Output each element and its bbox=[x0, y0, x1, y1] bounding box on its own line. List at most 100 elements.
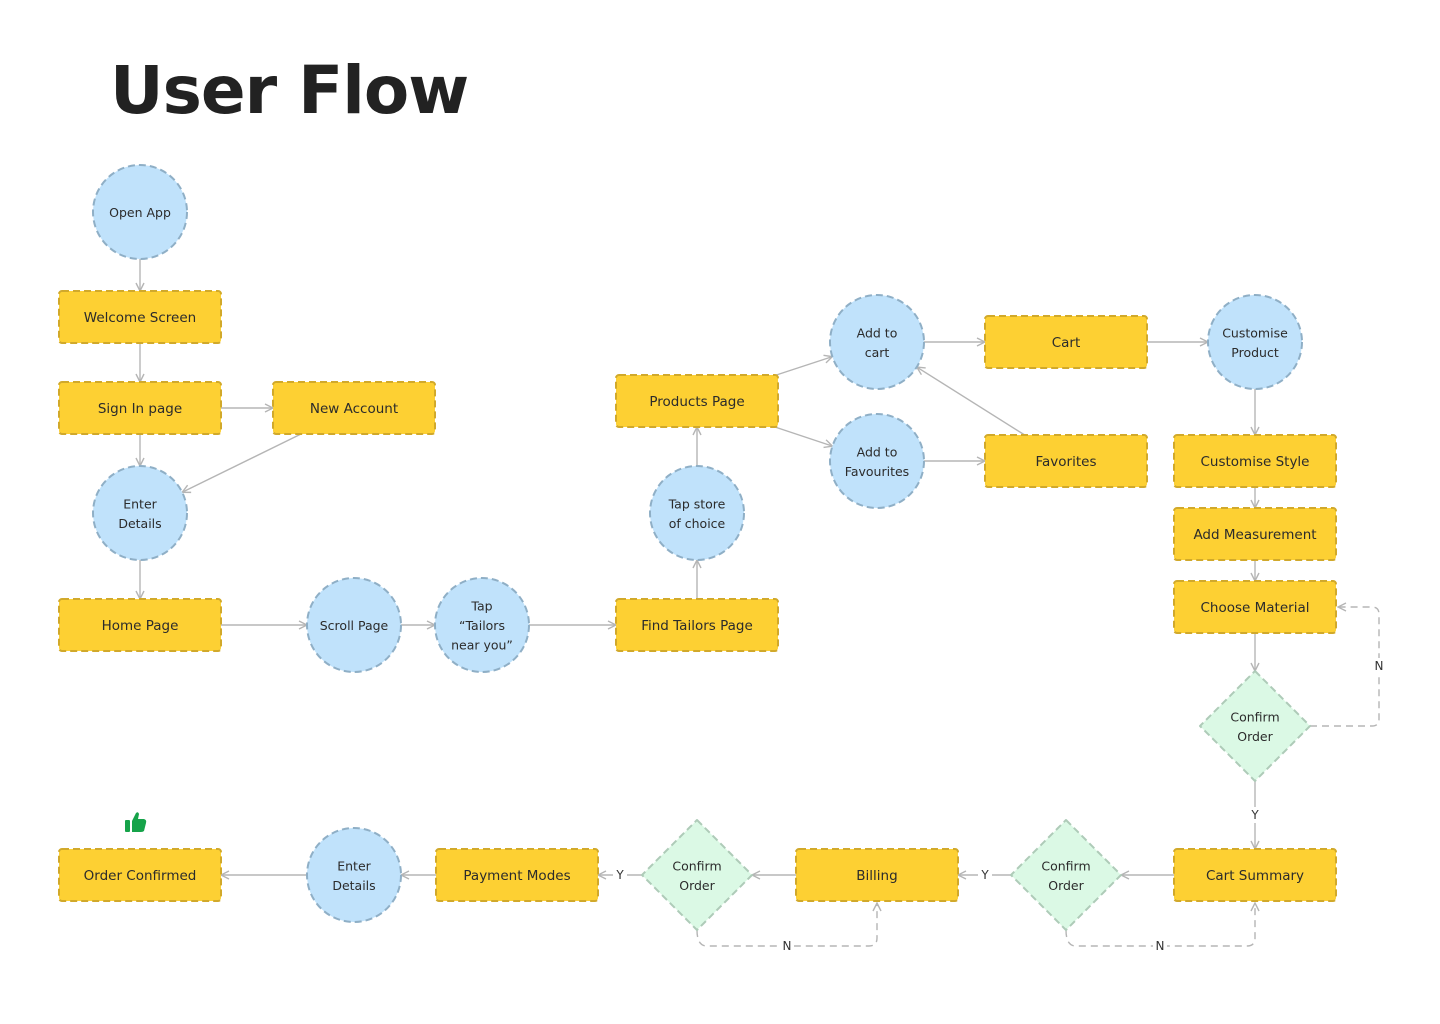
node-billing[interactable]: Billing bbox=[795, 848, 959, 902]
node-payment-modes[interactable]: Payment Modes bbox=[435, 848, 599, 902]
node-label: Home Page bbox=[102, 618, 179, 634]
edge-label-no: N bbox=[1156, 939, 1165, 953]
process-box bbox=[984, 434, 1148, 488]
node-tap-store[interactable]: Tap store of choice bbox=[649, 465, 745, 561]
node-label: of choice bbox=[669, 516, 726, 531]
edge-products-page-to-add-to-favourites bbox=[774, 426, 832, 446]
action-circle bbox=[92, 465, 188, 561]
process-box bbox=[615, 598, 779, 652]
edge-label-yes: Y bbox=[1250, 808, 1259, 822]
edge-label-yes: Y bbox=[980, 868, 989, 882]
action-circle bbox=[829, 413, 925, 509]
process-box bbox=[58, 381, 222, 435]
action-circle bbox=[1207, 294, 1303, 390]
action-circle bbox=[649, 465, 745, 561]
action-circle bbox=[434, 577, 530, 673]
node-label: Cart Summary bbox=[1206, 868, 1304, 884]
node-label: Favorites bbox=[1036, 454, 1097, 470]
edge-confirm-order-3-to-billing bbox=[696, 903, 877, 947]
node-home-page[interactable]: Home Page bbox=[58, 598, 222, 652]
process-box bbox=[58, 848, 222, 902]
process-box bbox=[795, 848, 959, 902]
node-label: Order bbox=[679, 878, 715, 893]
edge-products-page-to-add-to-cart bbox=[776, 357, 832, 376]
page-title: User Flow bbox=[110, 52, 469, 129]
node-customise-style[interactable]: Customise Style bbox=[1173, 434, 1337, 488]
node-add-to-favourites[interactable]: Add to Favourites bbox=[829, 413, 925, 509]
process-box bbox=[435, 848, 599, 902]
node-label: Add to bbox=[857, 325, 898, 340]
node-label: Order Confirmed bbox=[84, 868, 197, 884]
edge-label-background bbox=[1248, 807, 1262, 823]
node-choose-material[interactable]: Choose Material bbox=[1173, 580, 1337, 634]
node-label: Confirm bbox=[672, 858, 721, 873]
node-cart[interactable]: Cart bbox=[984, 315, 1148, 369]
node-label: Add Measurement bbox=[1193, 527, 1316, 543]
node-welcome-screen[interactable]: Welcome Screen bbox=[58, 290, 222, 344]
node-label: Tap bbox=[470, 599, 492, 614]
process-box bbox=[1173, 434, 1337, 488]
node-favorites[interactable]: Favorites bbox=[984, 434, 1148, 488]
node-label: Open App bbox=[109, 205, 171, 220]
decision-diamond bbox=[1010, 819, 1122, 931]
node-order-confirmed[interactable]: Order Confirmed bbox=[58, 812, 222, 902]
action-circle bbox=[829, 294, 925, 390]
node-label: Order bbox=[1048, 878, 1084, 893]
node-label: Sign In page bbox=[98, 401, 182, 417]
edge-label-yes: Y bbox=[615, 868, 624, 882]
edge-label-no: N bbox=[1375, 659, 1384, 673]
node-label: Confirm bbox=[1041, 858, 1090, 873]
edge-label-background bbox=[1153, 938, 1167, 954]
process-box bbox=[1173, 580, 1337, 634]
node-label: Billing bbox=[856, 868, 897, 884]
edge-label-background bbox=[978, 867, 992, 883]
process-box bbox=[984, 315, 1148, 369]
node-label: Customise Style bbox=[1200, 454, 1309, 470]
edge-new-account-to-enter-details-1 bbox=[182, 433, 302, 492]
node-label: Find Tailors Page bbox=[641, 618, 753, 634]
node-label: Details bbox=[332, 878, 375, 893]
node-label: Scroll Page bbox=[320, 618, 389, 633]
node-sign-in-page[interactable]: Sign In page bbox=[58, 381, 222, 435]
node-label: Add to bbox=[857, 444, 898, 459]
node-label: Confirm bbox=[1230, 709, 1279, 724]
node-label: Tap store bbox=[668, 496, 726, 511]
node-products-page[interactable]: Products Page bbox=[615, 374, 779, 428]
process-box bbox=[272, 381, 436, 435]
node-label: Enter bbox=[123, 496, 157, 511]
node-label: cart bbox=[865, 345, 890, 360]
edge-label-background bbox=[780, 938, 794, 954]
thumbs-up-icon bbox=[125, 812, 147, 832]
node-label: “Tailors bbox=[459, 618, 505, 633]
node-label: Enter bbox=[337, 858, 371, 873]
node-add-measurement[interactable]: Add Measurement bbox=[1173, 507, 1337, 561]
node-find-tailors-page[interactable]: Find Tailors Page bbox=[615, 598, 779, 652]
process-box bbox=[615, 374, 779, 428]
node-label: New Account bbox=[310, 401, 398, 417]
node-open-app[interactable]: Open App bbox=[92, 164, 188, 260]
node-label: Product bbox=[1231, 345, 1279, 360]
process-box bbox=[58, 598, 222, 652]
node-scroll-page[interactable]: Scroll Page bbox=[306, 577, 402, 673]
process-box bbox=[1173, 507, 1337, 561]
edge-confirm-order-2-to-cart-summary bbox=[1065, 903, 1255, 947]
node-add-to-cart[interactable]: Add to cart bbox=[829, 294, 925, 390]
edge-label-background bbox=[1372, 658, 1386, 674]
node-cart-summary[interactable]: Cart Summary bbox=[1173, 848, 1337, 902]
node-label: Favourites bbox=[845, 464, 909, 479]
process-box bbox=[1173, 848, 1337, 902]
edge-favorites-to-add-to-cart bbox=[917, 367, 1026, 436]
process-box bbox=[58, 290, 222, 344]
decision-diamond bbox=[1199, 670, 1311, 782]
node-label: Welcome Screen bbox=[84, 310, 196, 326]
node-new-account[interactable]: New Account bbox=[272, 381, 436, 435]
edge-label-background bbox=[613, 867, 627, 883]
